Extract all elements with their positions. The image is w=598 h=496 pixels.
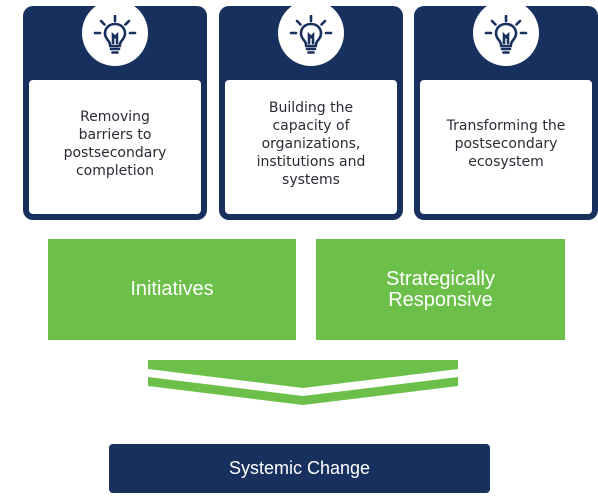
card-body: Removing barriers to postsecondary compl… xyxy=(29,80,201,214)
outcome-label: Systemic Change xyxy=(228,458,371,478)
goal-card-removing-barriers: Removing barriers to postsecondary compl… xyxy=(23,0,207,220)
icon-badge xyxy=(278,0,344,66)
double-chevron-down-icon xyxy=(148,360,458,405)
pillar-label: Initiatives xyxy=(130,278,214,300)
icon-badge xyxy=(82,0,148,66)
card-text: Transforming the postsecondary ecosystem xyxy=(446,118,566,170)
lightbulb-icon xyxy=(484,15,528,54)
card-text: Building the capacity of organizations, … xyxy=(256,100,366,188)
outcome-systemic-change: Systemic Change xyxy=(109,444,490,493)
icon-badge xyxy=(473,0,539,66)
card-body: Building the capacity of organizations, … xyxy=(225,80,397,214)
card-text: Removing barriers to postsecondary compl… xyxy=(63,109,167,179)
lightbulb-icon xyxy=(289,15,333,54)
lightbulb-icon xyxy=(93,15,137,54)
goal-card-building-capacity: Building the capacity of organizations, … xyxy=(219,0,403,220)
goal-card-transforming-ecosystem: Transforming the postsecondary ecosystem xyxy=(414,0,598,220)
pillar-initiatives: Initiatives xyxy=(48,239,296,340)
pillar-label: Strategically Responsive xyxy=(386,267,495,311)
card-body: Transforming the postsecondary ecosystem xyxy=(420,80,592,214)
pillar-strategically-responsive: Strategically Responsive xyxy=(316,239,565,340)
